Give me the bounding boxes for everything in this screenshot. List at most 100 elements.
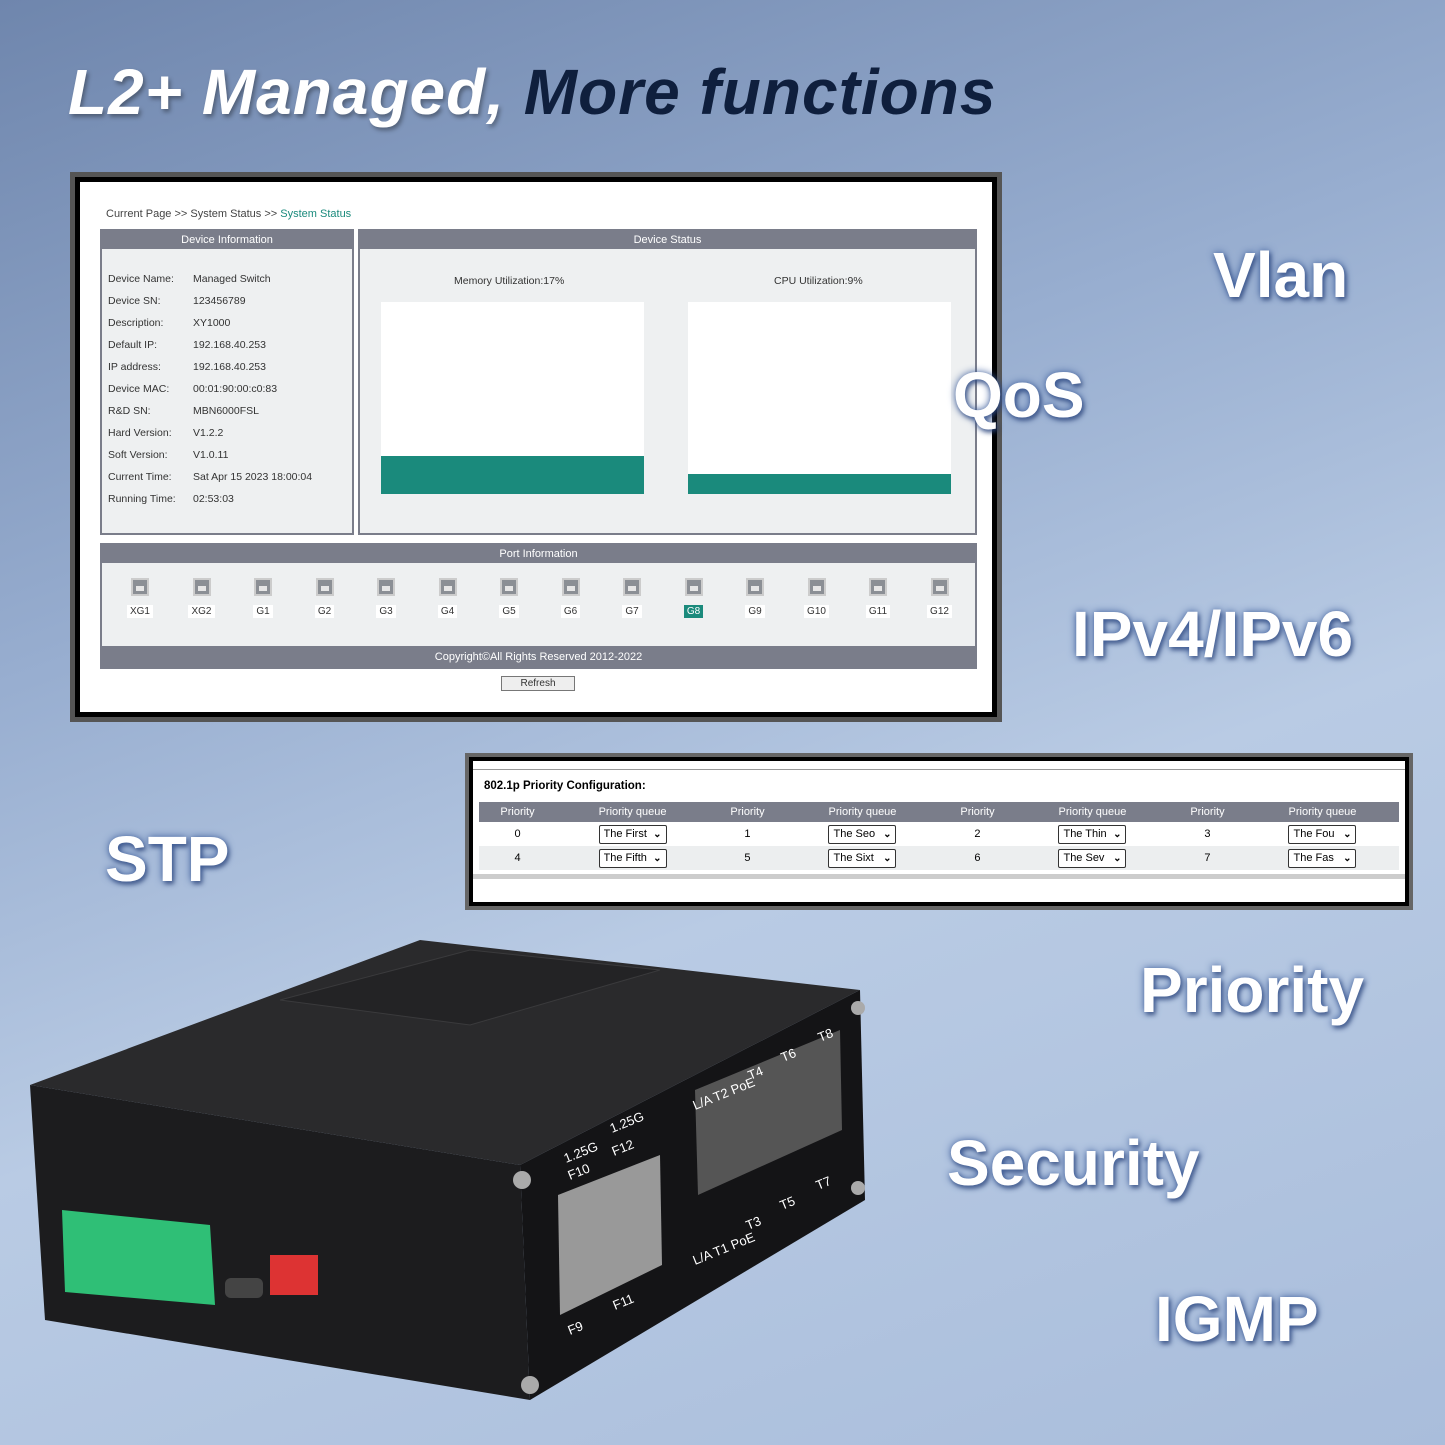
priority-queue-select[interactable]: The Sixt⌄ bbox=[828, 848, 897, 868]
memory-bar bbox=[381, 455, 644, 494]
column-header: Priority queue bbox=[556, 802, 709, 822]
selected-queue: The Sev bbox=[1063, 851, 1105, 864]
priority-queue-select[interactable]: The Thin⌄ bbox=[1058, 824, 1127, 844]
port-xg1[interactable]: XG1 bbox=[120, 578, 160, 618]
selected-queue: The Fas bbox=[1293, 851, 1334, 864]
port-label: G1 bbox=[253, 605, 273, 618]
info-row: IP address:192.168.40.253 bbox=[108, 361, 266, 373]
priority-queue-select[interactable]: The Seo ⌄ bbox=[828, 824, 897, 844]
column-header: Priority bbox=[1168, 802, 1246, 822]
info-value: V1.2.2 bbox=[193, 427, 224, 439]
selected-queue: The Fou bbox=[1293, 827, 1335, 840]
port-label: G11 bbox=[865, 605, 891, 618]
info-row: R&D SN: MBN6000FSL bbox=[108, 405, 259, 417]
chevron-down-icon: ⌄ bbox=[883, 828, 892, 840]
selected-queue: The Seo bbox=[833, 827, 876, 840]
device-info-header: Device Information bbox=[102, 231, 352, 249]
chevron-down-icon: ⌄ bbox=[1113, 852, 1122, 864]
headline-part2: More functions bbox=[523, 56, 997, 128]
cpu-bar bbox=[688, 473, 951, 494]
port-g5[interactable]: G5 bbox=[489, 578, 529, 618]
info-label: Device Name: bbox=[108, 273, 174, 285]
priority-queue-select[interactable]: The Sev ⌄ bbox=[1058, 848, 1127, 868]
ethernet-port-icon bbox=[500, 578, 518, 596]
device-label: T4 bbox=[746, 1063, 766, 1083]
ethernet-port-icon bbox=[192, 578, 211, 596]
port-g3[interactable]: G3 bbox=[366, 578, 406, 618]
memory-chart bbox=[381, 302, 644, 494]
breadcrumb: Current Page >> System Status >> System … bbox=[106, 208, 351, 220]
port-g4[interactable]: G4 bbox=[428, 578, 468, 618]
info-row: Running Time: 02:53:03 bbox=[108, 493, 234, 505]
port-label: G7 bbox=[622, 605, 642, 618]
info-label: Description: bbox=[108, 317, 164, 329]
device-label: T7 bbox=[814, 1173, 834, 1193]
port-label: XG1 bbox=[126, 605, 153, 618]
selected-queue: The Fifth bbox=[603, 851, 647, 864]
column-header: Priority bbox=[479, 802, 557, 822]
headline-part1: L2+ Managed, bbox=[68, 56, 505, 128]
breadcrumb-current[interactable]: System Status bbox=[280, 208, 352, 220]
ethernet-port-icon bbox=[438, 578, 457, 596]
port-g7[interactable]: G7 bbox=[612, 578, 652, 618]
info-row: Device MAC:00:01:90:00:c0:83 bbox=[108, 383, 277, 395]
column-header: Priority queue bbox=[1015, 802, 1169, 822]
priority-value: 4 bbox=[479, 846, 557, 870]
chevron-down-icon: ⌄ bbox=[1113, 828, 1122, 840]
device-status-header: Device Status bbox=[360, 231, 975, 249]
port-g1[interactable]: G1 bbox=[243, 578, 283, 618]
info-value: XY1000 bbox=[193, 317, 231, 329]
port-g10[interactable]: G10 bbox=[797, 578, 837, 618]
priority-queue-select[interactable]: The First ⌄ bbox=[598, 824, 667, 844]
device-status-panel: Device Status Memory Utilization:17% CPU… bbox=[358, 229, 977, 535]
port-g8[interactable]: G8 bbox=[674, 578, 714, 618]
port-g11[interactable]: G11 bbox=[858, 578, 898, 618]
device-label: T3 bbox=[744, 1213, 764, 1233]
headline: L2+ Managed, More functions bbox=[68, 55, 996, 129]
chevron-down-icon: ⌄ bbox=[653, 828, 662, 840]
chevron-down-icon: ⌄ bbox=[1343, 828, 1352, 840]
selected-queue: The First bbox=[603, 827, 647, 840]
cpu-label: CPU Utilization:9% bbox=[774, 275, 863, 287]
breadcrumb-path: Current Page >> System Status >> bbox=[106, 208, 281, 220]
port-g6[interactable]: G6 bbox=[551, 578, 591, 618]
ethernet-port-icon bbox=[746, 578, 764, 596]
info-value: 192.168.40.253 bbox=[193, 339, 266, 351]
refresh-button[interactable]: Refresh bbox=[501, 676, 575, 691]
port-label: G3 bbox=[376, 605, 396, 618]
ethernet-port-icon bbox=[684, 578, 703, 596]
port-g2[interactable]: G2 bbox=[305, 578, 345, 618]
rj45-ports bbox=[695, 1030, 842, 1195]
info-value: MBN6000FSL bbox=[193, 405, 259, 417]
ethernet-port-icon bbox=[131, 578, 149, 596]
port-label: G2 bbox=[314, 605, 335, 618]
port-g12[interactable]: G12 bbox=[920, 578, 960, 618]
info-row: Device SN:123456789 bbox=[108, 295, 246, 307]
info-label: R&D SN: bbox=[108, 405, 151, 417]
info-label: Running Time: bbox=[108, 493, 176, 505]
feature-security: Security bbox=[947, 1127, 1200, 1199]
port-label: G5 bbox=[499, 605, 519, 618]
priority-value: 0 bbox=[514, 828, 521, 840]
priority-queue-select[interactable]: The Fou ⌄ bbox=[1288, 824, 1357, 844]
memory-label: Memory Utilization:17% bbox=[454, 275, 565, 287]
port-g9[interactable]: G9 bbox=[735, 578, 775, 618]
priority-queue-select[interactable]: The Fifth⌄ bbox=[598, 848, 667, 868]
info-row: Hard Version:V1.2.2 bbox=[108, 427, 223, 439]
chevron-down-icon: ⌄ bbox=[1343, 852, 1352, 864]
port-label: G12 bbox=[927, 605, 952, 618]
device-label: T6 bbox=[779, 1045, 799, 1065]
priority-value: 3 bbox=[1204, 828, 1211, 840]
feature-qos: QoS bbox=[953, 359, 1085, 431]
device-info-panel: Device Information Device Name:Managed S… bbox=[100, 229, 354, 535]
info-value: 123456789 bbox=[193, 295, 246, 307]
port-xg2[interactable]: XG2 bbox=[182, 578, 222, 618]
priority-queue-select[interactable]: The Fas ⌄ bbox=[1288, 848, 1357, 868]
ethernet-port-icon bbox=[930, 578, 949, 596]
port-label: G9 bbox=[745, 605, 765, 618]
sfp-ports bbox=[558, 1155, 662, 1315]
port-label: G8 bbox=[683, 605, 704, 618]
info-value: 02:53:03 bbox=[193, 493, 234, 505]
